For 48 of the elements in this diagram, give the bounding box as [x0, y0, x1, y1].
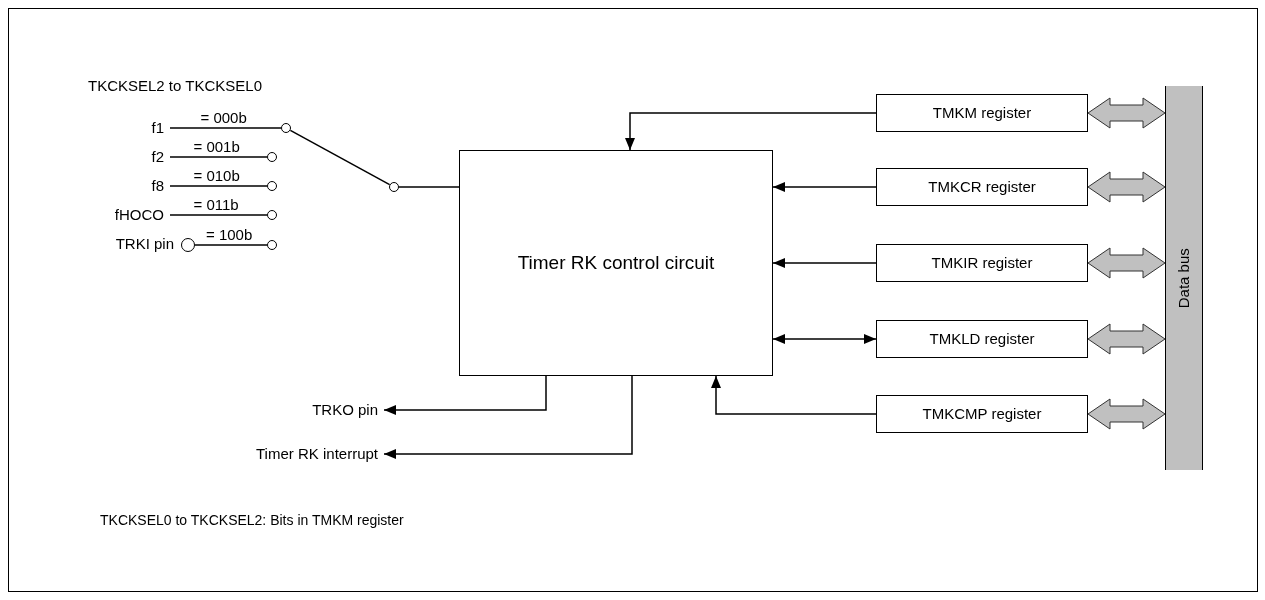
selector-bits-label: TKCKSEL2 to TKCKSEL0: [88, 78, 262, 95]
signal-label: f8: [151, 177, 164, 195]
register-box: [876, 168, 1088, 206]
bus-arrow: [1087, 247, 1166, 279]
switch-contact-circle: [267, 240, 277, 250]
bus-label: Data bus: [1175, 248, 1193, 308]
data-bus-bar: [1165, 86, 1203, 470]
connector-line: [289, 129, 391, 186]
switch-contact-circle: [389, 182, 399, 192]
register-box: [876, 94, 1088, 132]
signal-label: TRKO pin: [312, 401, 378, 419]
arrow: [772, 334, 877, 344]
footnote: TKCKSEL0 to TKCKSEL2: Bits in TMKM register: [100, 513, 404, 529]
register-name: TMKCMP register: [922, 405, 1042, 423]
arrow: [772, 182, 877, 192]
register-name: TMKLD register: [929, 330, 1035, 348]
switch-contact-circle: [281, 123, 291, 133]
connector-line: [194, 244, 268, 246]
arrow: [711, 375, 877, 415]
connector-line: [398, 186, 460, 188]
control-circuit-box: [459, 150, 773, 376]
signal-label: f1: [151, 119, 164, 137]
bus-arrow: [1087, 171, 1166, 203]
block-title: Timer RK control circuit: [517, 252, 715, 274]
signal-label: Timer RK interrupt: [256, 445, 378, 463]
pin-label: TRKI pin: [115, 236, 174, 253]
signal-label: fHOCO: [114, 206, 164, 224]
connector-line: [169, 185, 268, 187]
connector-line: [169, 214, 268, 216]
register-name: TMKIR register: [931, 254, 1033, 272]
register-box: [876, 320, 1088, 358]
register-name: TMKM register: [932, 104, 1032, 122]
arrow: [383, 375, 547, 415]
connector-line: [169, 156, 268, 158]
register-box: [876, 244, 1088, 282]
arrow: [772, 258, 877, 268]
connector-line: [169, 127, 282, 129]
bus-arrow: [1087, 323, 1166, 355]
arrow: [625, 112, 877, 151]
bus-arrow: [1087, 398, 1166, 430]
signal-label: f2: [151, 148, 164, 166]
switch-contact-circle: [267, 210, 277, 220]
bus-arrow: [1087, 97, 1166, 129]
switch-contact-circle: [267, 181, 277, 191]
register-box: [876, 395, 1088, 433]
arrow: [383, 375, 633, 459]
switch-contact-circle: [267, 152, 277, 162]
register-name: TMKCR register: [928, 178, 1036, 196]
